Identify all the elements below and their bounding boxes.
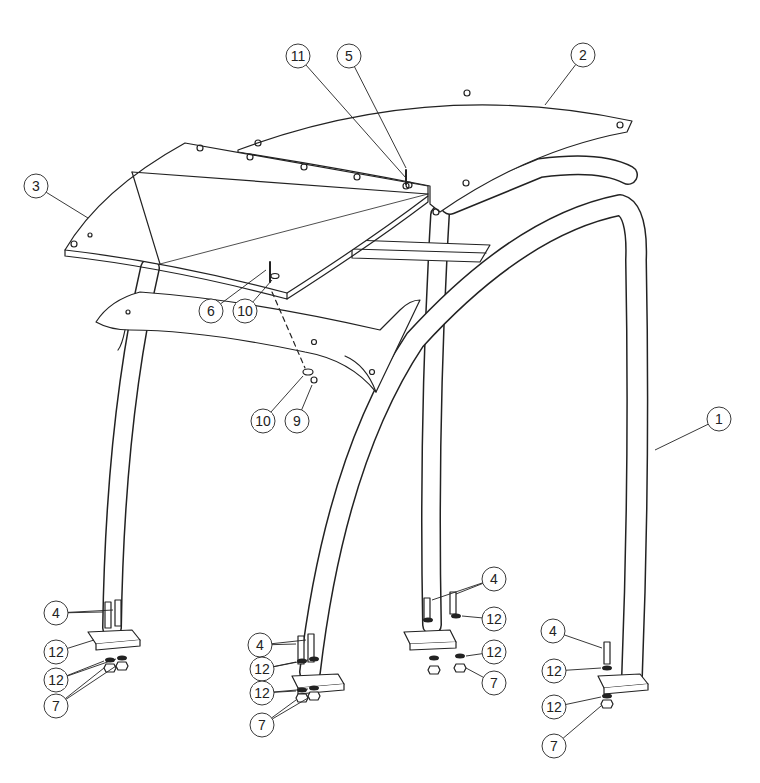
callout-circle <box>482 607 506 631</box>
leader-line <box>566 697 601 705</box>
callout-number: 7 <box>257 717 267 733</box>
leader-line <box>566 668 601 670</box>
callout-number: 5 <box>344 48 354 64</box>
callout-circle <box>285 409 309 433</box>
callout-circle <box>250 681 274 705</box>
leader-line <box>272 698 308 719</box>
callout-number: 12 <box>485 644 503 660</box>
callout-number: 7 <box>51 698 61 714</box>
callout-number: 11 <box>290 48 307 64</box>
callout-number: 12 <box>253 661 271 677</box>
leader-line <box>564 635 602 648</box>
leader-line <box>274 660 308 667</box>
callout-circle <box>482 567 506 591</box>
leader-line <box>432 583 483 600</box>
leader-line <box>354 67 406 168</box>
callout-circle <box>542 734 566 758</box>
callout-number: 3 <box>31 178 41 194</box>
leader-line <box>545 65 576 105</box>
leader-line <box>462 616 482 618</box>
callout-number: 12 <box>485 611 503 627</box>
callout-circle <box>482 671 506 695</box>
leader-line <box>67 659 116 676</box>
callout-circle <box>250 657 274 681</box>
callout-number: 12 <box>253 685 271 701</box>
callout-circle <box>250 713 274 737</box>
callout-number: 12 <box>47 672 65 688</box>
leader-line <box>466 668 483 677</box>
callout-circle <box>482 640 506 664</box>
callout-circle <box>542 695 566 719</box>
callout-number: 4 <box>489 571 499 587</box>
callout-number: 4 <box>548 623 558 639</box>
callout-circle <box>199 299 223 323</box>
callout-circle <box>286 44 310 68</box>
callout-circle <box>24 174 48 198</box>
leader-line <box>302 385 312 410</box>
leader-line <box>253 280 272 302</box>
callout-circle <box>337 44 361 68</box>
leader-line <box>67 640 94 648</box>
leader-line <box>466 654 482 656</box>
leader-line <box>306 65 406 178</box>
callout-circle <box>44 601 68 625</box>
leader-line <box>46 192 88 218</box>
leader-line <box>272 640 306 644</box>
callout-circle <box>233 299 257 323</box>
callout-number: 12 <box>545 699 563 715</box>
callout-circle <box>707 407 731 431</box>
callout-circle <box>248 633 272 657</box>
leader-line <box>271 376 303 412</box>
callout-number: 4 <box>51 605 61 621</box>
callout-circle <box>44 668 68 692</box>
leader-line <box>68 610 113 612</box>
leader-line <box>456 583 483 594</box>
callout-number: 10 <box>254 413 272 429</box>
leader-line <box>655 424 708 450</box>
callout-number: 7 <box>549 738 559 754</box>
callout-circle <box>44 640 68 664</box>
leader-line <box>274 689 308 692</box>
leader-line <box>272 700 296 718</box>
callout-number: 12 <box>47 644 65 660</box>
callout-number: 10 <box>236 303 254 319</box>
callout-number: 9 <box>292 413 302 429</box>
callout-circle <box>44 694 68 718</box>
callout-circle <box>571 43 595 67</box>
callout-number: 7 <box>489 675 499 691</box>
leader-line <box>66 666 116 699</box>
callout-circle <box>542 659 566 683</box>
callout-number: 1 <box>714 411 724 427</box>
leader-line <box>563 706 601 738</box>
callout-number: 4 <box>255 637 265 653</box>
leader-line <box>67 661 104 676</box>
callout-number: 2 <box>578 47 588 63</box>
callout-circle <box>251 409 275 433</box>
callout-number: 6 <box>206 303 216 319</box>
callout-circle <box>541 619 565 643</box>
leader-line <box>65 668 104 699</box>
callout-number: 12 <box>545 663 563 679</box>
